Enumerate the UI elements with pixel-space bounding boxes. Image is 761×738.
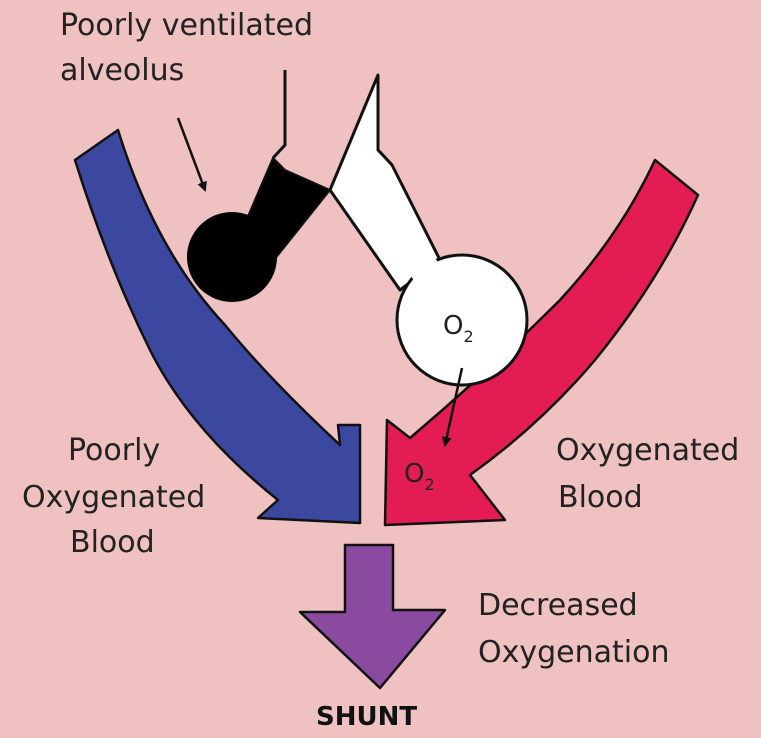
alveolus-label-line2: alveolus	[60, 53, 184, 88]
poor-blood-label-line2: Oxygenated	[22, 480, 205, 515]
shunt-arrow	[300, 545, 445, 688]
o2-alveolus-main: O	[443, 311, 463, 341]
poor-blood-label-line3: Blood	[70, 525, 155, 560]
o2-blood-main: O	[404, 459, 424, 489]
alveolus-label-line1: Poorly ventilated	[60, 8, 313, 43]
decreased-label-line1: Decreased	[478, 588, 638, 623]
poor-blood-label-line1: Poorly	[68, 433, 160, 468]
o2-alveolus-sub: 2	[463, 327, 473, 346]
poorly-ventilated-alveolus	[187, 212, 277, 302]
oxy-blood-label-line1: Oxygenated	[556, 433, 739, 468]
airway-left-wall	[273, 70, 285, 158]
oxy-blood-label-line2: Blood	[558, 480, 643, 515]
decreased-label-line2: Oxygenation	[478, 635, 669, 670]
alveolus-pointer-arrow	[178, 118, 205, 190]
shunt-label: SHUNT	[316, 702, 417, 732]
o2-blood-sub: 2	[424, 475, 434, 494]
